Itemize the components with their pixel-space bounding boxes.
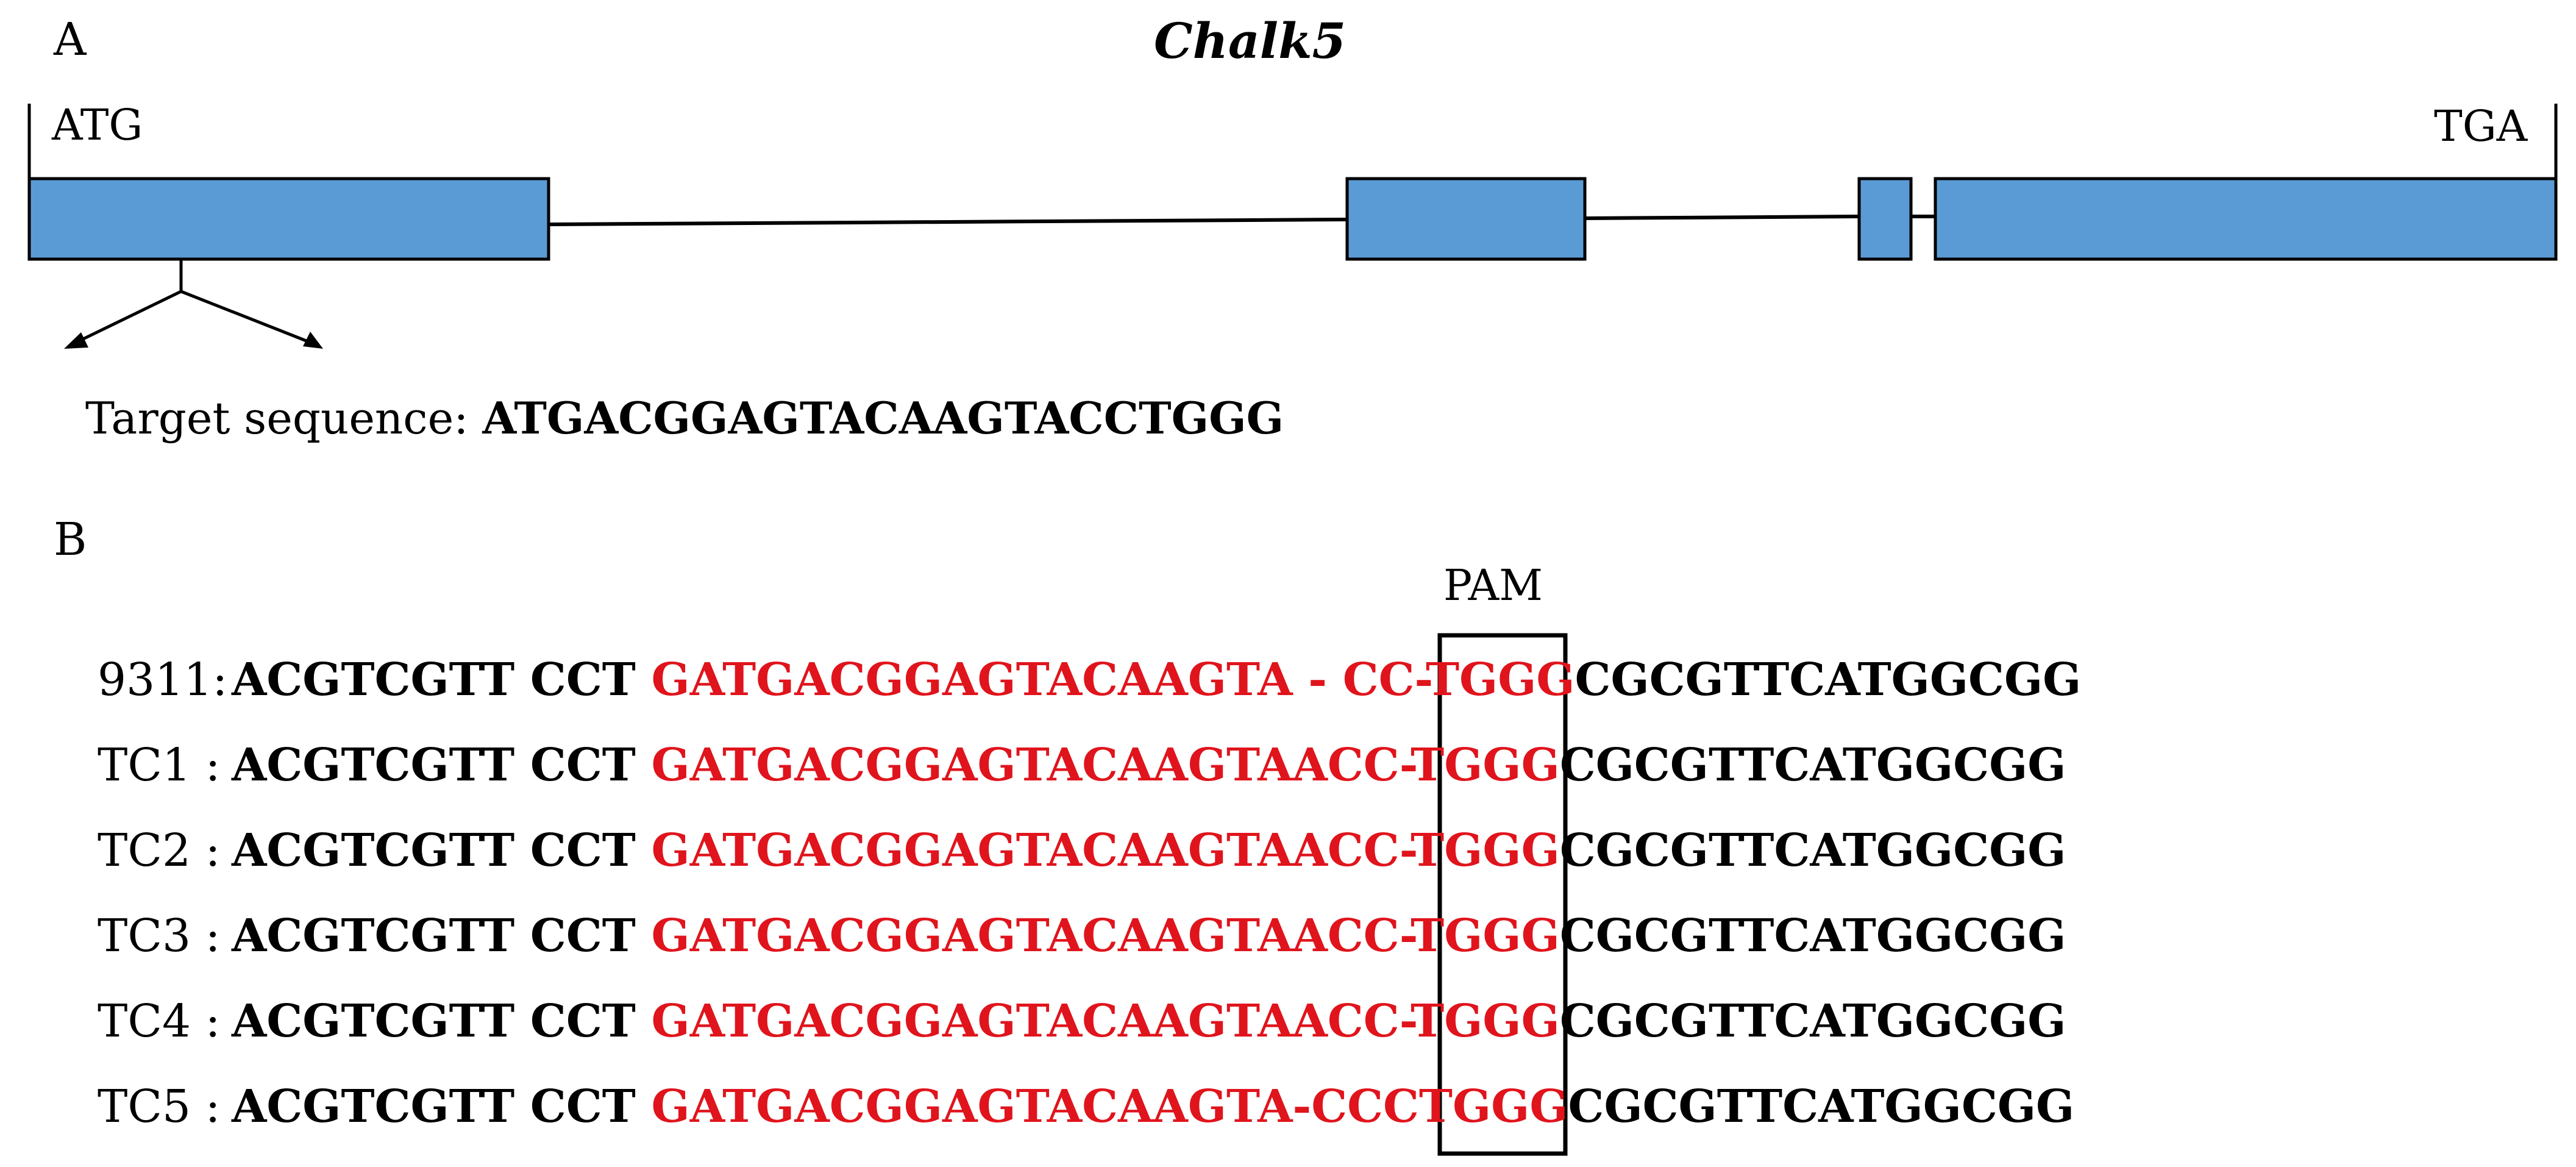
flank-left: ACGTCGTT CCT <box>232 739 652 791</box>
target-region: GATGACGGAGTACAAGTA - CC-TGGG <box>651 654 1575 706</box>
target-region: GATGACGGAGTACAAGTAACC-TGGG <box>651 910 1560 962</box>
start-codon-label: ATG <box>52 100 143 150</box>
panel-label-a: A <box>54 13 87 66</box>
flank-right: CGCGTTCATGGCGG <box>1559 910 2066 962</box>
target-region: GATGACGGAGTACAAGTAACC-TGGG <box>651 824 1560 877</box>
target-sequence-label: Target sequence: <box>85 393 469 444</box>
flank-right: CGCGTTCATGGCGG <box>1568 1080 2075 1133</box>
exon-1 <box>27 177 550 261</box>
pam-box <box>1437 633 1568 1156</box>
target-sequence-line: Target sequence: ATGACGGAGTACAAGTACCTGGG <box>85 396 1284 441</box>
target-arrow-right-head <box>303 332 323 349</box>
flank-left: ACGTCGTT CCT <box>232 910 652 962</box>
target-arrow-right-line <box>180 290 308 343</box>
flank-right: CGCGTTCATGGCGG <box>1559 739 2066 791</box>
target-arrow-left-line <box>77 290 182 343</box>
flank-right: CGCGTTCATGGCGG <box>1574 654 2082 706</box>
alignment-row-tc5: TC5 :ACGTCGTT CCT GATGACGGAGTACAAGTA-CCC… <box>98 1082 2074 1131</box>
panel-label-b: B <box>54 513 87 566</box>
alignment-row-tc3: TC3 :ACGTCGTT CCT GATGACGGAGTACAAGTAACC-… <box>98 912 2066 960</box>
row-label: 9311: <box>98 654 228 706</box>
flank-left: ACGTCGTT CCT <box>232 824 652 877</box>
alignment-row-tc2: TC2 :ACGTCGTT CCT GATGACGGAGTACAAGTAACC-… <box>98 826 2066 875</box>
target-region: GATGACGGAGTACAAGTAACC-TGGG <box>651 995 1560 1047</box>
target-region: GATGACGGAGTACAAGTAACC-TGGG <box>651 739 1560 791</box>
flank-right: CGCGTTCATGGCGG <box>1559 995 2066 1047</box>
alignment-row-9311: 9311:ACGTCGTT CCT GATGACGGAGTACAAGTA - C… <box>98 655 2081 704</box>
exon-2 <box>1345 177 1587 261</box>
row-label: TC1 : <box>98 739 221 791</box>
alignment-row-tc4: TC4 :ACGTCGTT CCT GATGACGGAGTACAAGTAACC-… <box>98 997 2066 1046</box>
intron-1 <box>548 218 1348 226</box>
flank-left: ACGTCGTT CCT <box>232 654 652 706</box>
flank-left: ACGTCGTT CCT <box>232 1080 652 1133</box>
row-label: TC2 : <box>98 824 221 877</box>
row-label: TC5 : <box>98 1080 221 1133</box>
intron-2 <box>1584 215 1860 220</box>
target-sequence-value: ATGACGGAGTACAAGTACCTGGG <box>482 392 1284 444</box>
alignment-row-tc1: TC1 :ACGTCGTT CCT GATGACGGAGTACAAGTAACC-… <box>98 741 2066 790</box>
target-region: GATGACGGAGTACAAGTA-CCCTGGG <box>651 1080 1568 1133</box>
flank-left: ACGTCGTT CCT <box>232 995 652 1047</box>
exon-3 <box>1857 177 1913 261</box>
stop-codon-label: TGA <box>2434 101 2528 151</box>
row-label: TC4 : <box>98 995 221 1047</box>
row-label: TC3 : <box>98 910 221 962</box>
exon-4 <box>1934 177 2558 261</box>
flank-right: CGCGTTCATGGCGG <box>1559 824 2066 877</box>
target-arrow-left-head <box>64 332 88 349</box>
pam-label: PAM <box>1443 560 1543 610</box>
gene-title: Chalk5 <box>1154 12 1347 70</box>
